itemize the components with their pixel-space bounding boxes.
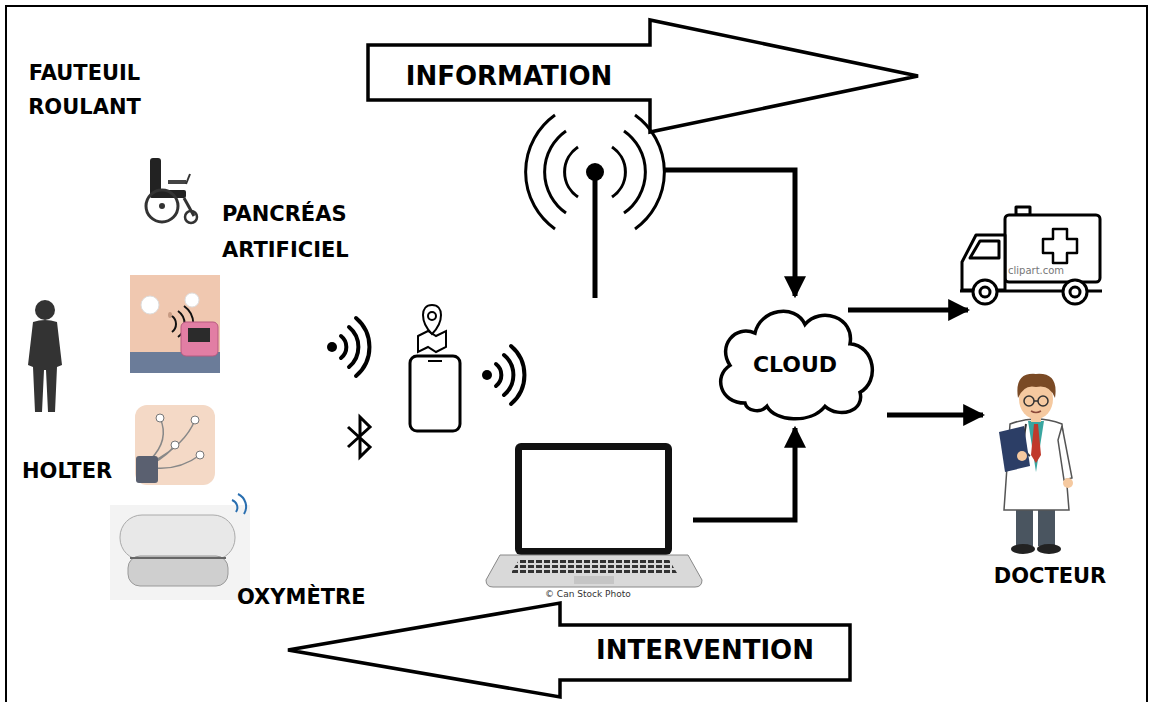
node-label: DOCTEUR [994, 564, 1107, 588]
cloud-shape: CLOUD [705, 290, 885, 430]
actor-node: DOCTEUR [985, 380, 1115, 590]
wheelchair-picture [146, 158, 197, 223]
node-label: CLOUD [753, 352, 837, 377]
smartphone [410, 356, 460, 431]
watermark: clipart.com [1008, 265, 1078, 277]
flow-arrow [665, 170, 968, 520]
frame [6, 6, 1147, 702]
node-label: INTERVENTION [596, 635, 814, 665]
node-label: INFORMATION [406, 61, 613, 91]
antenna-symbol [526, 115, 665, 298]
arrow-banner: INTERVENTION [288, 603, 850, 697]
cloud-outline [721, 311, 873, 419]
arrow-outline [288, 603, 850, 697]
device-label: HOLTER [22, 458, 132, 484]
watermark: © Can Stock Photo [545, 589, 645, 600]
device-label: OXYMÈTRE [237, 584, 387, 610]
bluetooth-symbol [348, 417, 370, 457]
person-silhouette [28, 300, 62, 412]
location-symbol [418, 305, 446, 352]
wireless-symbol [482, 346, 524, 404]
node-outline [985, 380, 1115, 590]
device-label: FAUTEUIL ROULANT [22, 56, 147, 124]
device-label: PANCRÉAS ARTIFICIEL [222, 196, 372, 268]
arrow-banner: INFORMATION [368, 20, 918, 132]
ambulance [960, 207, 1102, 304]
holter-picture [135, 405, 215, 485]
arrow-outline [368, 20, 918, 132]
pancreas-picture [130, 275, 220, 373]
oximeter-picture [110, 494, 250, 600]
laptop [486, 443, 702, 587]
connector-arrow [887, 413, 983, 418]
wireless-symbol [327, 318, 369, 376]
doctor-figure [999, 374, 1073, 554]
